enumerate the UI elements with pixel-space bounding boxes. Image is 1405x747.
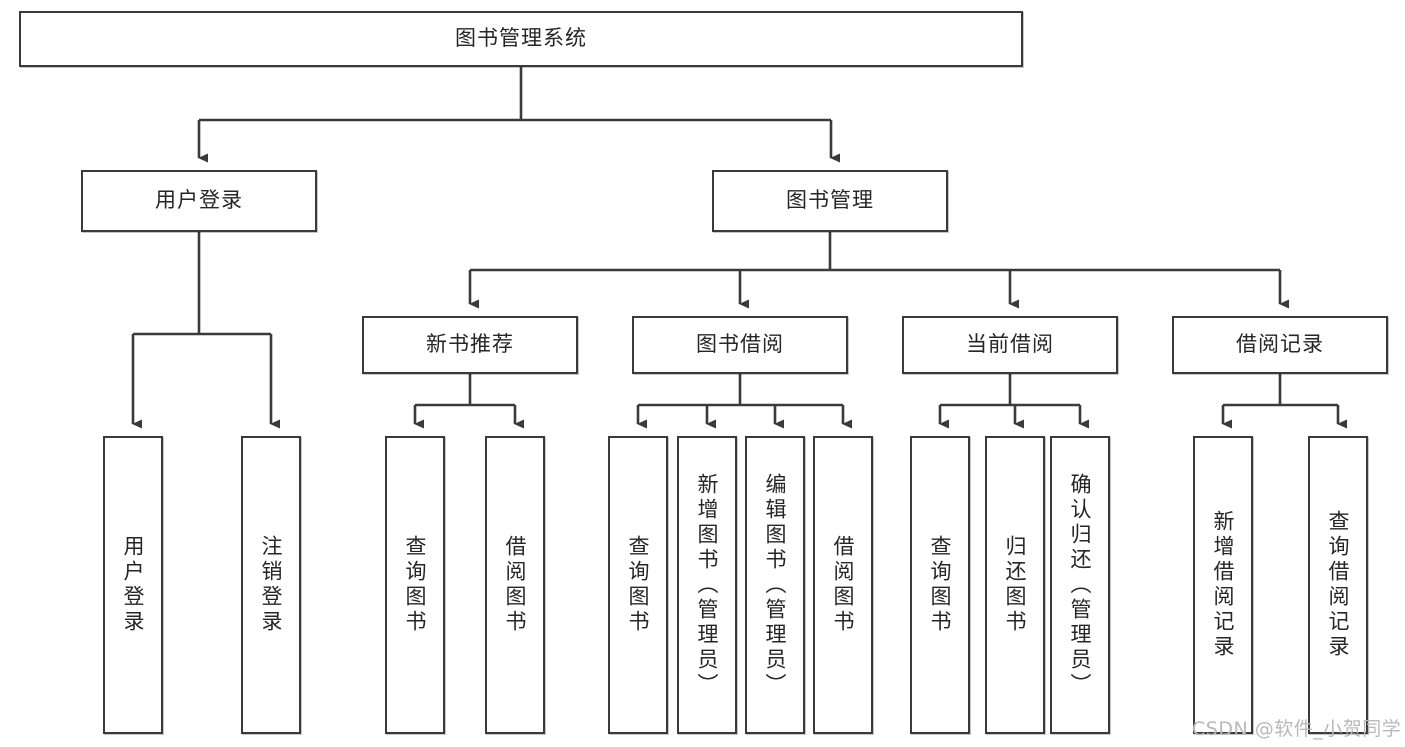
node-leaf-add-book-admin-label: 新增图书（管理员） (695, 472, 720, 698)
node-leaf-add-book-admin[interactable]: 新增图书（管理员） (677, 436, 737, 734)
node-borrow-record-label: 借阅记录 (1236, 332, 1324, 357)
node-book-borrow[interactable]: 图书借阅 (632, 316, 848, 374)
node-leaf-user-logout[interactable]: 注销登录 (241, 436, 301, 734)
node-new-book-recommend[interactable]: 新书推荐 (362, 316, 578, 374)
node-leaf-query-book-borrow-label: 查询图书 (626, 535, 651, 635)
node-user-login-label: 用户登录 (155, 188, 243, 213)
node-current-borrow-label: 当前借阅 (966, 332, 1054, 357)
node-leaf-query-book-current-label: 查询图书 (928, 535, 953, 635)
node-new-book-recommend-label: 新书推荐 (426, 332, 514, 357)
node-book-management[interactable]: 图书管理 (712, 170, 948, 232)
node-leaf-confirm-return-admin-label: 确认归还（管理员） (1068, 472, 1093, 698)
node-leaf-return-book[interactable]: 归还图书 (985, 436, 1045, 734)
node-leaf-query-book-rec-label: 查询图书 (403, 535, 428, 635)
node-leaf-query-book-current[interactable]: 查询图书 (910, 436, 970, 734)
node-book-management-label: 图书管理 (786, 188, 874, 213)
node-current-borrow[interactable]: 当前借阅 (902, 316, 1118, 374)
node-leaf-return-book-label: 归还图书 (1003, 535, 1028, 635)
node-book-borrow-label: 图书借阅 (696, 332, 784, 357)
node-leaf-borrow-book-label: 借阅图书 (831, 535, 856, 635)
node-leaf-user-login-label: 用户登录 (121, 535, 146, 635)
node-leaf-query-book-borrow[interactable]: 查询图书 (608, 436, 668, 734)
node-leaf-borrow-book-rec-label: 借阅图书 (503, 535, 528, 635)
node-root-label: 图书管理系统 (455, 26, 587, 51)
node-leaf-query-borrow-record[interactable]: 查询借阅记录 (1308, 436, 1368, 734)
node-leaf-user-logout-label: 注销登录 (259, 535, 284, 635)
node-borrow-record[interactable]: 借阅记录 (1172, 316, 1388, 374)
node-leaf-query-book-rec[interactable]: 查询图书 (385, 436, 445, 734)
node-leaf-add-borrow-record-label: 新增借阅记录 (1211, 510, 1236, 660)
node-leaf-query-borrow-record-label: 查询借阅记录 (1326, 510, 1351, 660)
node-root[interactable]: 图书管理系统 (19, 11, 1023, 67)
node-leaf-borrow-book-rec[interactable]: 借阅图书 (485, 436, 545, 734)
node-leaf-borrow-book[interactable]: 借阅图书 (813, 436, 873, 734)
node-leaf-add-borrow-record[interactable]: 新增借阅记录 (1193, 436, 1253, 734)
node-leaf-edit-book-admin[interactable]: 编辑图书（管理员） (745, 436, 805, 734)
node-leaf-confirm-return-admin[interactable]: 确认归还（管理员） (1050, 436, 1110, 734)
node-user-login[interactable]: 用户登录 (81, 170, 317, 232)
node-leaf-user-login[interactable]: 用户登录 (103, 436, 163, 734)
node-leaf-edit-book-admin-label: 编辑图书（管理员） (763, 472, 788, 698)
csdn-watermark: CSDN @软件_小贺同学 (1192, 718, 1402, 740)
